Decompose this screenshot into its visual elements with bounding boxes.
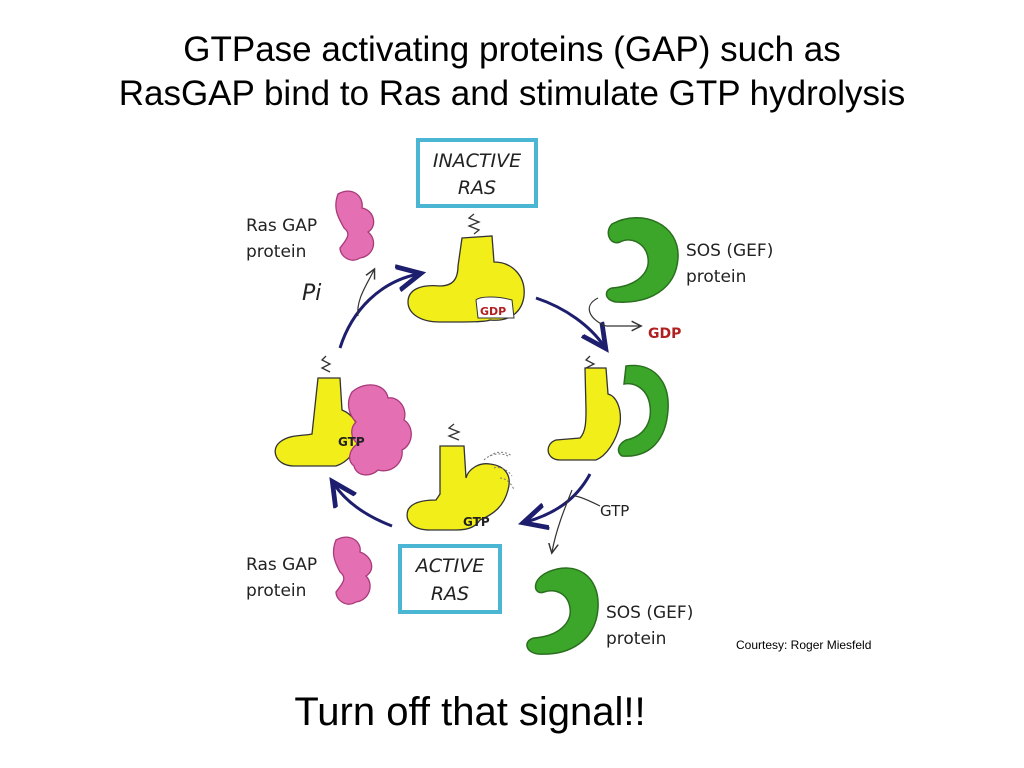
gdp-release-label: GDP (648, 326, 681, 342)
inactive-ras-label-2: RAS (458, 177, 496, 199)
ras-protein-gap-bound: GTP (274, 355, 412, 476)
gap-bottom-label-2: protein (246, 581, 306, 601)
inactive-ras-label-1: INACTIVE (433, 150, 521, 172)
ras-gap-protein-top (335, 190, 375, 261)
ras-protein-active: GTP (406, 423, 515, 531)
gtp-bound-gap-label: GTP (338, 435, 365, 449)
title-line-1: GTPase activating proteins (GAP) such as (183, 30, 841, 69)
active-ras-label-1: ACTIVE (414, 555, 484, 577)
slide-title: GTPase activating proteins (GAP) such as… (0, 28, 1024, 116)
pi-release-arrow (357, 270, 374, 317)
sos-top-label-1: SOS (GEF) (686, 241, 773, 261)
active-ras-box: ACTIVE RAS (398, 544, 502, 614)
gtp-bound-active-label: GTP (463, 515, 490, 529)
gdp-bound-label: GDP (480, 305, 506, 318)
sos-release-arrow (552, 489, 573, 552)
sos-bottom-label-1: SOS (GEF) (606, 603, 693, 623)
cycle-arrow-active-to-gap (334, 484, 393, 528)
gap-bottom-label-1: Ras GAP (246, 555, 317, 575)
sos-gef-protein-top (605, 217, 679, 303)
sos-bottom-label-2: protein (606, 629, 666, 649)
courtesy-credit: Courtesy: Roger Miesfeld (736, 638, 872, 652)
gap-top-label-1: Ras GAP (246, 216, 317, 236)
gtp-entry-arrow (573, 495, 601, 507)
sos-top-label-2: protein (686, 267, 746, 287)
gdp-release-arrow (588, 297, 640, 326)
gtp-entry-label: GTP (600, 502, 629, 520)
ras-protein-inactive: GDP (407, 213, 525, 323)
active-ras-label-2: RAS (431, 583, 469, 605)
cycle-arrow-gap-to-inactive (338, 274, 418, 349)
cycle-arrow-sos-to-active (526, 473, 592, 522)
ras-protein-sos-bound (547, 355, 669, 461)
ras-gap-protein-bottom (332, 536, 373, 605)
gap-top-label-2: protein (246, 242, 306, 262)
title-line-2: RasGAP bind to Ras and stimulate GTP hyd… (118, 74, 906, 113)
inactive-ras-box: INACTIVE RAS (416, 138, 538, 208)
pi-label: Pi (302, 281, 321, 306)
tagline: Turn off that signal!! (294, 690, 646, 734)
cycle-arrow-inactive-to-sos (535, 296, 604, 346)
sos-gef-protein-bottom (526, 567, 599, 655)
